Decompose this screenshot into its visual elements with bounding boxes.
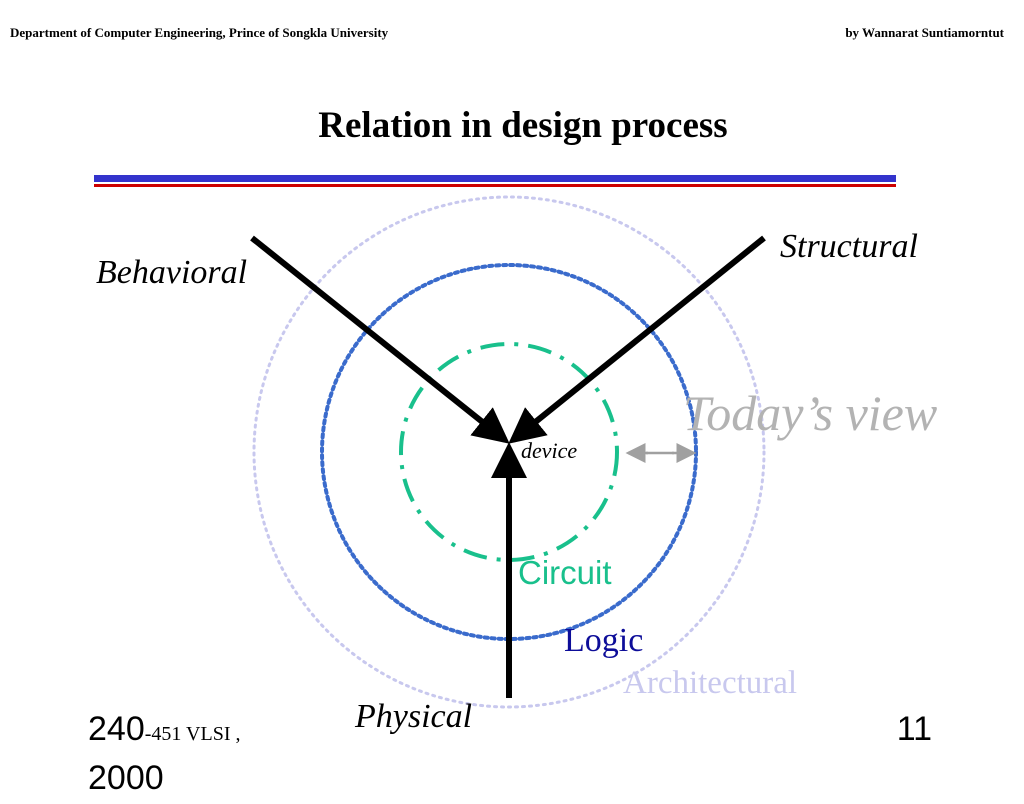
y-chart-diagram bbox=[250, 195, 766, 709]
course-name: -451 VLSI , bbox=[144, 723, 241, 745]
course-footer: 240-451 VLSI , 2000 bbox=[88, 705, 240, 804]
course-year: 2000 bbox=[88, 759, 164, 798]
todays-view-label: Today’s view bbox=[683, 385, 938, 441]
title-rule-blue bbox=[94, 175, 896, 182]
page-number: 11 bbox=[896, 710, 932, 748]
circuit-ring bbox=[399, 342, 619, 562]
device-label: device bbox=[521, 438, 578, 463]
header-author: by Wannarat Suntiamorntut bbox=[845, 25, 1004, 40]
architectural-ring bbox=[252, 195, 766, 709]
header-department: Department of Computer Engineering, Prin… bbox=[10, 25, 389, 40]
physical-label: Physical bbox=[355, 698, 473, 735]
slide-title: Relation in design process bbox=[318, 105, 728, 146]
behavioral-axis-arrow bbox=[250, 235, 510, 444]
logic-label: Logic bbox=[564, 622, 644, 659]
structural-label: Structural bbox=[780, 228, 918, 265]
course-number: 240 bbox=[88, 710, 145, 748]
architectural-label: Architectural bbox=[623, 665, 798, 701]
structural-axis-arrow bbox=[508, 235, 766, 444]
circuit-label: Circuit bbox=[518, 554, 612, 591]
title-rule-red bbox=[94, 184, 896, 187]
behavioral-label: Behavioral bbox=[96, 254, 248, 291]
